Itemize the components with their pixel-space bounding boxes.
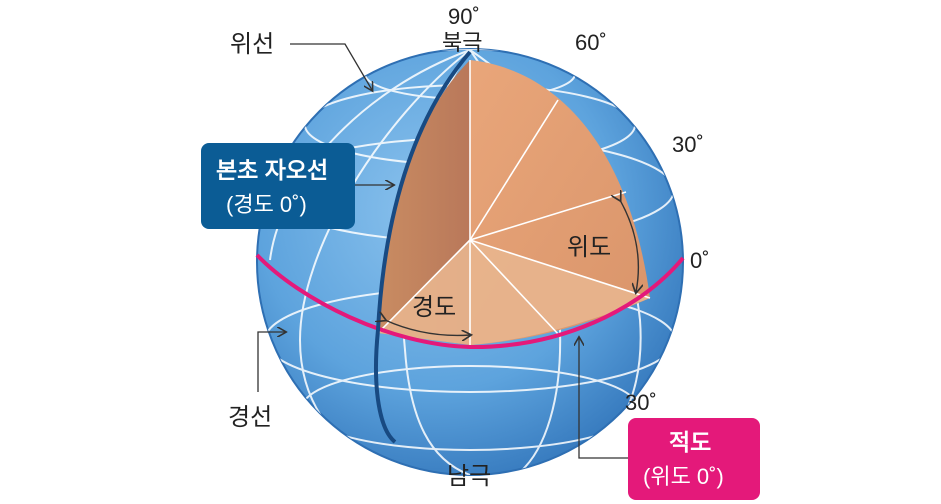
prime-meridian-badge-subtitle: (경도 0˚): [226, 192, 307, 217]
longitude-label: 경도: [412, 294, 456, 321]
equator-badge-bg: [628, 418, 760, 500]
north-pole-label: 북극: [442, 30, 482, 55]
deg-30n-label: 30˚: [672, 132, 704, 157]
radius-line: [469, 239, 561, 337]
deg-0-label: 0˚: [690, 248, 710, 273]
prime-meridian-badge-title: 본초 자오선: [216, 157, 328, 183]
prime-meridian-badge: 본초 자오선 (경도 0˚): [201, 143, 355, 229]
latitude-label: 위도: [567, 234, 611, 261]
deg-90-label: 90˚: [448, 4, 480, 29]
meridian-label: 경선: [228, 404, 272, 431]
radius-line: [469, 99, 559, 241]
equator-line: [255, 253, 685, 350]
equator-badge-title: 적도: [669, 429, 711, 455]
meridian-leader-line: [257, 332, 285, 392]
equator-badge: 적도 (위도 0˚): [628, 418, 760, 500]
deg-30s-label: 30˚: [625, 390, 657, 415]
deg-60-label: 60˚: [575, 30, 607, 55]
parallel-leader-line: [290, 43, 372, 90]
radius-line: [469, 191, 627, 241]
prime-meridian-badge-bg: [201, 143, 355, 229]
south-pole-label: 남극: [447, 463, 491, 490]
latitude-angle-arrow: [620, 200, 638, 292]
longitude-angle-arrow: [385, 320, 470, 335]
equator-badge-subtitle: (위도 0˚): [643, 464, 724, 489]
prime-meridian-line: [374, 50, 472, 444]
equator-leader-line: [579, 338, 628, 459]
parallel-label: 위선: [230, 31, 274, 58]
